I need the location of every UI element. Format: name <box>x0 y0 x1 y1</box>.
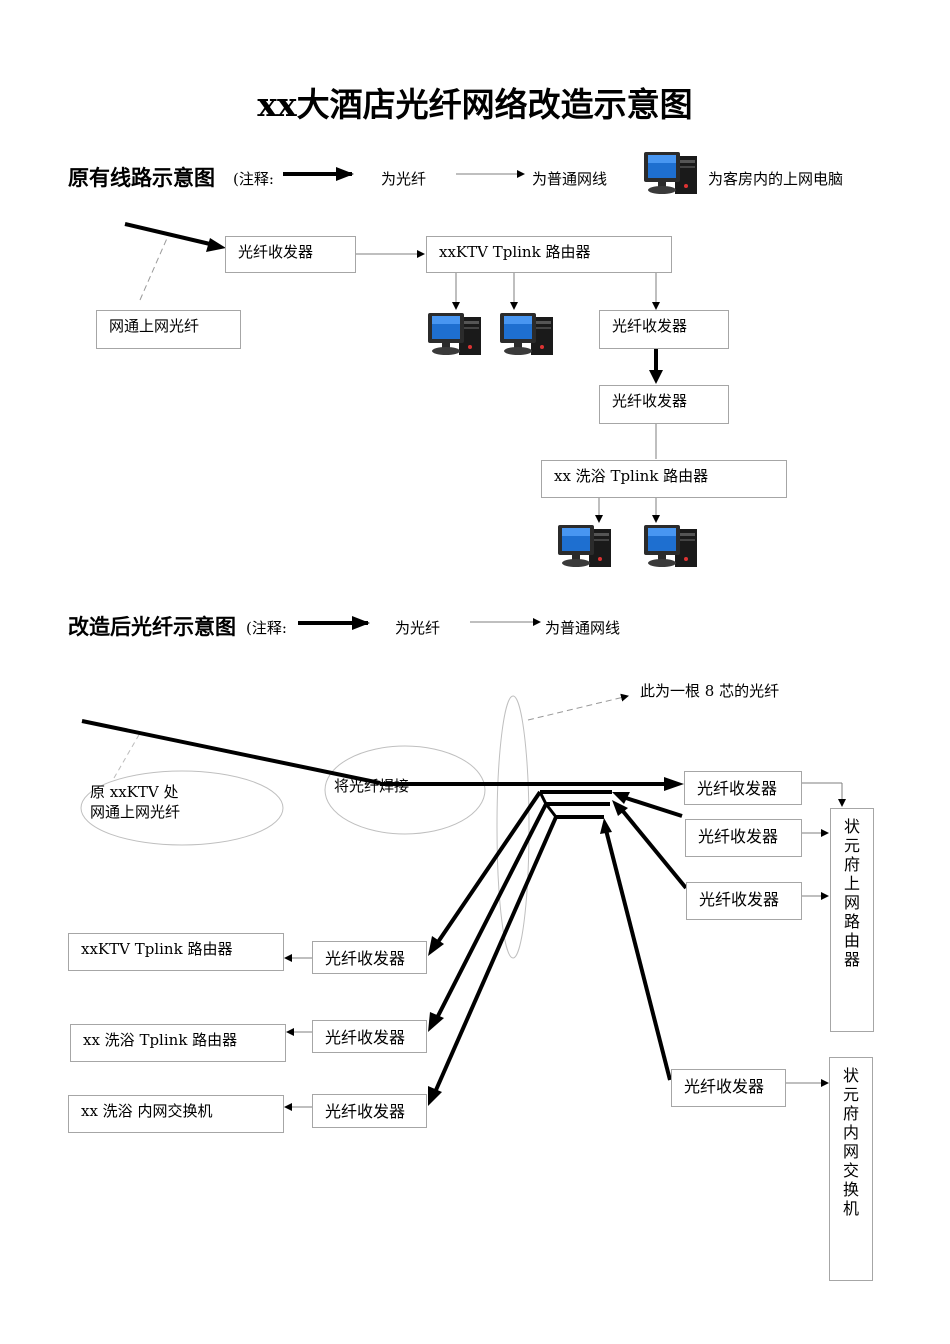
transceiver-mid: 光纤收发器 <box>599 310 729 349</box>
fiber-source-callout <box>139 235 169 301</box>
left-transceiver-3: 光纤收发器 <box>312 1094 427 1128</box>
gov-internet-router: 状元府上网路由器 <box>830 808 874 1032</box>
fiber-l3-head <box>428 1086 442 1106</box>
bus-join-1 <box>538 791 548 805</box>
section1-legend-cable: 为普通网线 <box>532 170 608 188</box>
source-callout <box>113 732 141 779</box>
fiber-l2-head <box>428 1012 444 1032</box>
section1-legend-fiber: 为光纤 <box>381 170 427 188</box>
transceiver-low: 光纤收发器 <box>599 385 729 424</box>
trunk-fiber-head <box>664 777 684 791</box>
fiber-r3-head <box>600 818 612 834</box>
left-transceiver-2: 光纤收发器 <box>312 1020 427 1053</box>
bath-router-box: xx 洗浴 Tplink 路由器 <box>541 460 787 498</box>
fiber-r2-head <box>612 800 628 816</box>
fiber-r3 <box>604 829 672 1081</box>
ktv-router-box: xxKTV Tplink 路由器 <box>426 236 672 273</box>
fiber-source-box: 网通上网光纤 <box>96 310 241 349</box>
left-transceiver-1: 光纤收发器 <box>312 941 427 974</box>
section2-heading: 改造后光纤示意图 <box>68 615 236 639</box>
source-label-1: 原 xxKTV 处 <box>90 783 179 801</box>
right-transceiver-3: 光纤收发器 <box>686 882 802 920</box>
incoming-fiber-head <box>206 238 226 252</box>
fiber-bundle-note: 此为一根 8 芯的光纤 <box>640 682 780 700</box>
fiber-mid-head <box>649 370 663 384</box>
fiber-l1-head <box>428 936 444 956</box>
section1-heading: 原有线路示意图 <box>68 166 215 190</box>
transceiver-top: 光纤收发器 <box>225 236 356 273</box>
section2-legend-fiber: 为光纤 <box>395 619 441 637</box>
right-transceiver-1: 光纤收发器 <box>684 771 802 805</box>
fiber-r1 <box>625 796 683 818</box>
bath-switch-device: xx 洗浴 内网交换机 <box>68 1095 284 1133</box>
computer-icon <box>426 311 484 357</box>
page-title: xx大酒店光纤网络改造示意图 <box>257 85 693 124</box>
section1-legend-pc: 为客房内的上网电脑 <box>708 170 844 188</box>
gov-intranet-switch: 状元府内网交换机 <box>829 1057 873 1281</box>
bundle-ellipse <box>496 695 530 959</box>
fiber-l2 <box>436 803 548 1017</box>
incoming-fiber-line <box>124 222 211 246</box>
source-label-2: 网通上网光纤 <box>90 803 181 821</box>
section2-legend-prefix: (注释: <box>246 619 287 637</box>
splice-label: 将光纤焊接 <box>334 777 410 795</box>
right-transceiver-4: 光纤收发器 <box>671 1069 786 1107</box>
source-ellipse <box>80 770 284 846</box>
splice-ellipse <box>324 745 486 835</box>
incoming-fiber2 <box>81 719 381 785</box>
fiber-l3 <box>434 816 558 1091</box>
section1-legend-prefix: (注释: <box>233 170 274 188</box>
fiber-l1 <box>436 790 542 944</box>
ktv-router-device: xxKTV Tplink 路由器 <box>68 933 284 971</box>
bath-router-device: xx 洗浴 Tplink 路由器 <box>70 1024 286 1062</box>
fiber-r1-head <box>612 792 630 804</box>
computer-icon <box>556 523 614 569</box>
computer-icon <box>642 523 700 569</box>
bus-join-2 <box>544 803 558 818</box>
computer-icon <box>498 311 556 357</box>
section2-legend-cable: 为普通网线 <box>545 619 621 637</box>
fiber-r2 <box>620 808 688 890</box>
right-transceiver-2: 光纤收发器 <box>685 819 802 857</box>
bundle-callout <box>527 693 629 721</box>
